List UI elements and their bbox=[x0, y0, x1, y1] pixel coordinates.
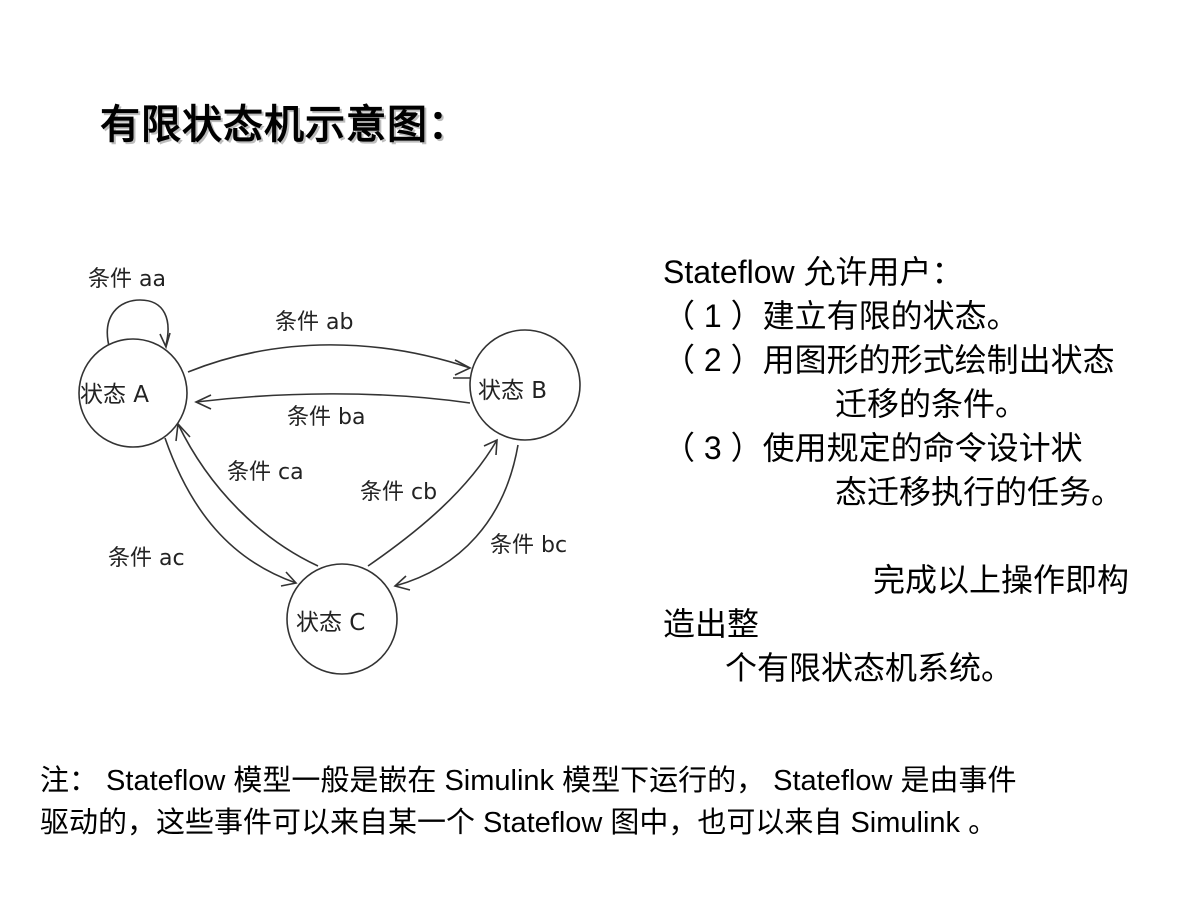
edge-aa bbox=[106, 299, 169, 351]
condition-ba-label: 条件 ba bbox=[287, 405, 365, 430]
footnote: 注： Stateflow 模型一般是嵌在 Simulink 模型下运行的， St… bbox=[40, 760, 1190, 844]
edge-ca bbox=[177, 423, 319, 567]
condition-cb-label: 条件 cb bbox=[360, 480, 437, 505]
description-summary-end: 个有限状态机系统。 bbox=[725, 650, 1014, 686]
arrowhead-cb bbox=[483, 438, 498, 456]
description-item-3: （ 3 ）使用规定的命令设计状 bbox=[663, 430, 1083, 466]
state-c-label: 状态 C bbox=[296, 610, 365, 636]
condition-aa-label: 条件 aa bbox=[88, 267, 166, 292]
state-c-circle bbox=[286, 563, 398, 675]
arrowhead-ac bbox=[280, 571, 298, 587]
edge-bc bbox=[394, 444, 519, 587]
state-machine-diagram: 状态 A 状态 B 状态 C 条件 aa 条件 ab 条件 ba 条件 ca 条… bbox=[78, 267, 581, 675]
state-b-circle bbox=[469, 329, 581, 441]
condition-ab-label: 条件 ab bbox=[275, 310, 353, 335]
stateflow-description: Stateflow 允许用户： （ 1 ）建立有限的状态。 （ 2 ）用图形的形… bbox=[663, 250, 1193, 690]
edge-ab bbox=[187, 344, 471, 373]
edge-cb bbox=[367, 439, 498, 567]
arrowhead-aa bbox=[159, 332, 171, 350]
description-summary-continued: 造出整 bbox=[663, 606, 760, 642]
footnote-line-2: 驱动的，这些事件可以来自某一个 Stateflow 图中，也可以来自 Simul… bbox=[40, 807, 998, 839]
edge-ba bbox=[195, 393, 471, 404]
footnote-line-1: 注： Stateflow 模型一般是嵌在 Simulink 模型下运行的， St… bbox=[40, 765, 1017, 797]
description-intro: Stateflow 允许用户： bbox=[663, 254, 964, 290]
state-a-label: 状态 A bbox=[80, 382, 149, 408]
description-item-3-continued: 态迁移执行的任务。 bbox=[835, 474, 1124, 510]
condition-ca-label: 条件 ca bbox=[227, 460, 304, 485]
description-item-2-continued: 迁移的条件。 bbox=[835, 386, 1028, 422]
state-a-circle bbox=[78, 338, 188, 448]
arrowhead-bc bbox=[393, 575, 411, 591]
description-summary: 完成以上操作即构 bbox=[873, 562, 1130, 598]
state-b-label: 状态 B bbox=[478, 378, 547, 404]
description-item-2: （ 2 ）用图形的形式绘制出状态 bbox=[663, 342, 1115, 378]
description-spacer bbox=[663, 514, 1193, 558]
description-item-1: （ 1 ）建立有限的状态。 bbox=[663, 298, 1019, 334]
slide-title: 有限状态机示意图： bbox=[100, 102, 469, 148]
condition-ac-label: 条件 ac bbox=[108, 546, 185, 571]
arrowhead-ba bbox=[194, 394, 212, 410]
condition-bc-label: 条件 bc bbox=[490, 533, 567, 558]
edge-ac bbox=[164, 437, 297, 584]
arrowhead-ab bbox=[454, 359, 472, 376]
